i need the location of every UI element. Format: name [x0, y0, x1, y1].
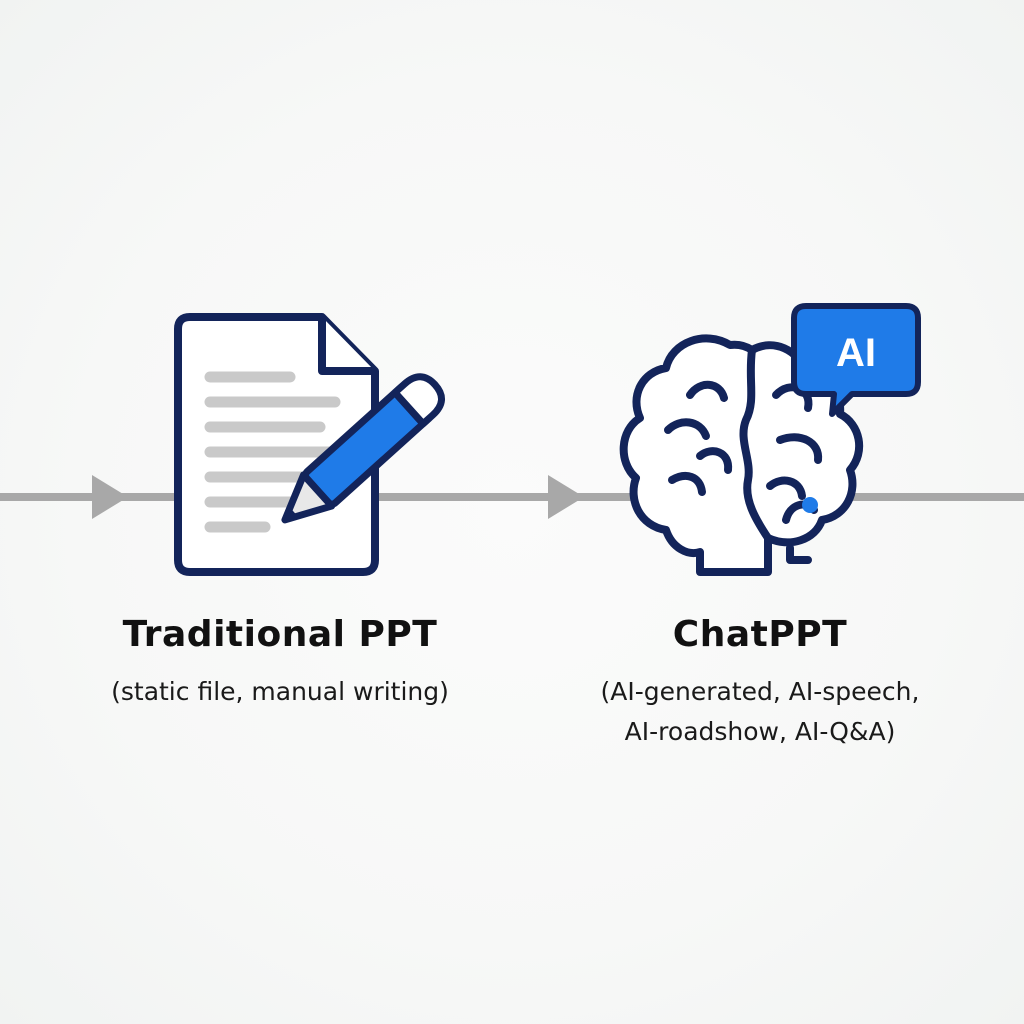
- flow-arrow-middle: [548, 475, 584, 519]
- ai-badge: AI: [791, 303, 921, 417]
- flow-connector: [0, 475, 1024, 519]
- chatppt-description-line-1: (AI-generated, AI-speech,: [600, 677, 920, 706]
- chatppt-title: ChatPPT: [672, 614, 848, 655]
- document-pencil-icon: [174, 313, 445, 576]
- pencil-icon: [281, 373, 445, 524]
- traditional-ppt-title: Traditional PPT: [122, 614, 438, 655]
- ai-badge-bubble: [791, 303, 921, 417]
- traditional-ppt-description: (static file, manual writing): [111, 677, 449, 706]
- chatppt-description: (AI-generated, AI-speech, AI-roadshow, A…: [540, 672, 980, 752]
- brain-accent-dot: [802, 497, 818, 513]
- ai-badge-label: AI: [836, 331, 876, 375]
- pencil-tip: [281, 471, 336, 524]
- document-fold: [318, 317, 375, 375]
- pencil-lead: [284, 507, 298, 521]
- chatppt-description-line-2: AI-roadshow, AI-Q&A): [624, 717, 896, 746]
- flow-arrow-left: [92, 475, 128, 519]
- brain-center-fold: [739, 346, 772, 542]
- pencil-eraser: [391, 373, 445, 428]
